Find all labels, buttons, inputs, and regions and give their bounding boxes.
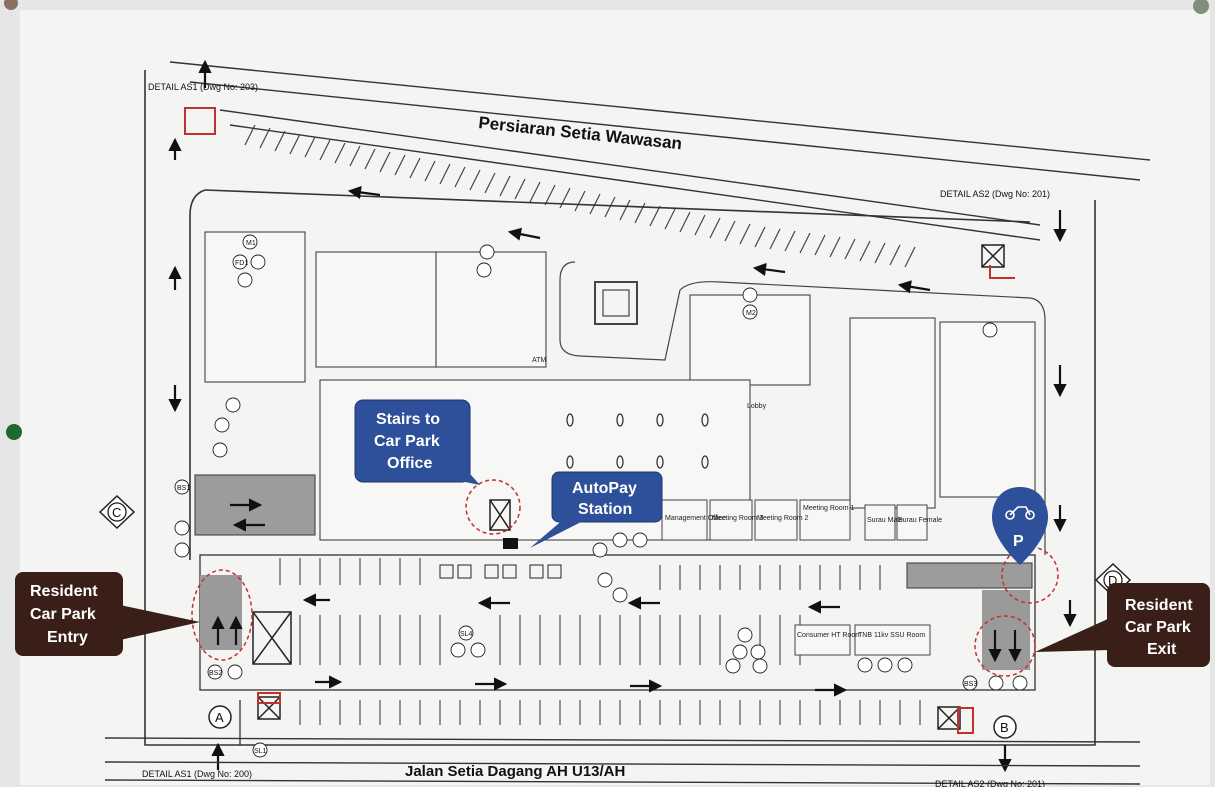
- callout-autopay[interactable]: AutoPay Station: [530, 471, 663, 548]
- meeting-room-2-label: Meeting Room 2: [757, 515, 808, 522]
- marker-c-label: C: [112, 505, 121, 520]
- atm-label: ATM: [532, 357, 546, 364]
- callout-exit-line3: Exit: [1147, 641, 1177, 658]
- motorcycle-icon: [1005, 506, 1035, 520]
- callout-stairs-line3: Office: [387, 455, 432, 472]
- code-bs3: BS3: [964, 681, 977, 688]
- callout-exit[interactable]: Resident Car Park Exit: [1035, 583, 1210, 667]
- office-rooms: [661, 499, 928, 541]
- management-office-label: Management Office: [665, 515, 726, 522]
- accessible-parking: [439, 564, 562, 579]
- surau-male-label: Surau Male: [867, 517, 903, 524]
- marker-d-label: D: [1108, 573, 1117, 588]
- marker-a[interactable]: A: [208, 705, 232, 729]
- equipment-codes: [174, 234, 1028, 758]
- lobby-label: Lobby: [747, 403, 767, 410]
- marker-b[interactable]: B: [993, 715, 1017, 739]
- callout-autopay-line1: AutoPay: [572, 480, 637, 497]
- north-road: [169, 61, 1151, 241]
- south-road: [104, 737, 1141, 785]
- red-detail-marks: [184, 107, 1015, 734]
- code-sl1: SL1: [254, 748, 267, 755]
- callout-stairs-line2: Car Park: [374, 433, 440, 450]
- code-m2: M2: [746, 310, 756, 317]
- callout-entry[interactable]: Resident Car Park Entry: [15, 572, 200, 656]
- code-m1: M1: [246, 240, 256, 247]
- utility-rooms: [794, 624, 931, 656]
- marker-c[interactable]: C: [98, 494, 136, 530]
- highlight-circles: [191, 479, 1059, 677]
- tnb-room-label: TNB 11kv SSU Room: [858, 632, 925, 639]
- detail-as1-top: DETAIL AS1 (Dwg No: 203): [148, 82, 258, 92]
- callout-exit-line1: Resident: [1125, 597, 1193, 614]
- parking-pin-label: P: [1013, 533, 1024, 550]
- code-sl4: SL4: [460, 631, 473, 638]
- surau-female-label: Surau Female: [898, 517, 942, 524]
- push-pin-left: [6, 424, 22, 440]
- stall-lines: [279, 558, 921, 725]
- marker-a-label: A: [215, 710, 224, 725]
- code-bs2: BS2: [209, 670, 222, 677]
- consumer-room-label: Consumer HT Room: [797, 632, 861, 639]
- push-pin-top-right: [1193, 0, 1209, 14]
- callout-autopay-line2: Station: [578, 501, 632, 518]
- detail-as2-bottom: DETAIL AS2 (Dwg No: 201): [935, 779, 1045, 787]
- callout-entry-line1: Resident: [30, 583, 98, 600]
- callout-stairs-line1: Stairs to: [376, 411, 440, 428]
- detail-as1-bottom: DETAIL AS1 (Dwg No: 200): [142, 769, 252, 779]
- detail-as2-top: DETAIL AS2 (Dwg No: 201): [940, 189, 1050, 199]
- marker-b-label: B: [1000, 720, 1009, 735]
- meeting-room-1-label: Meeting Room 1: [803, 505, 854, 512]
- code-bs1: BS1: [177, 485, 190, 492]
- callout-stairs[interactable]: Stairs to Car Park Office: [354, 399, 480, 485]
- lift-boxes: [252, 244, 1005, 730]
- callout-entry-line2: Car Park: [30, 606, 96, 623]
- callout-exit-line2: Car Park: [1125, 619, 1191, 636]
- south-road-label: Jalan Setia Dagang AH U13/AH: [405, 763, 625, 780]
- push-pin-top-left: [4, 0, 18, 10]
- code-fd1: FD1: [235, 260, 248, 267]
- callout-entry-line3: Entry: [47, 629, 88, 646]
- atrium-columns: [566, 413, 709, 469]
- meeting-room-3-label: Meeting Room 3: [712, 515, 763, 522]
- site-boundary: [144, 70, 1096, 746]
- autopay-machine: [503, 538, 518, 549]
- north-bays: [244, 124, 916, 268]
- inner-road: [559, 261, 1046, 555]
- motorcycle-parking-pin[interactable]: P: [992, 487, 1048, 565]
